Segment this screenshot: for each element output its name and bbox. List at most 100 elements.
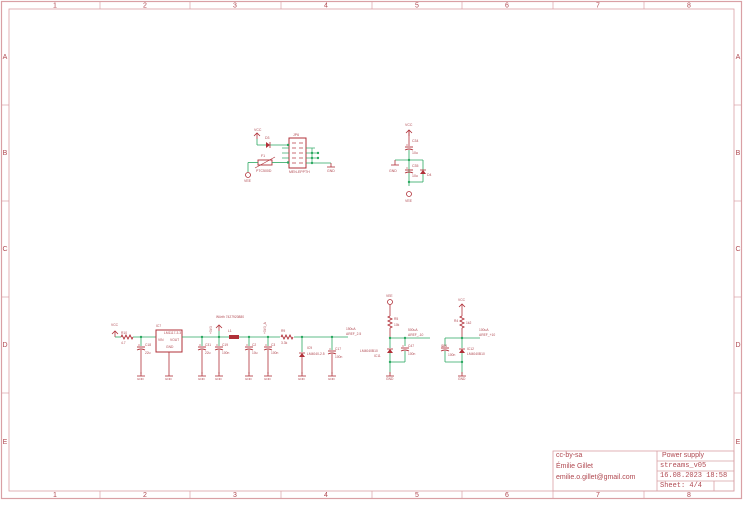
svg-text:D3: D3 <box>265 136 270 140</box>
svg-text:VCC: VCC <box>254 128 262 132</box>
svg-text:GND: GND <box>389 169 397 173</box>
svg-text:D: D <box>2 342 7 349</box>
svg-text:R9: R9 <box>281 329 285 333</box>
svg-text:AREF_+10: AREF_+10 <box>479 333 495 337</box>
svg-text:10u: 10u <box>252 351 258 355</box>
datetime-text: 16.08.2023 18:58 <box>660 472 728 480</box>
svg-text:L1: L1 <box>228 329 232 333</box>
svg-text:1: 1 <box>53 492 57 499</box>
svg-text:GND: GND <box>264 377 272 381</box>
svg-text:C31: C31 <box>205 343 211 347</box>
svg-text:6: 6 <box>505 492 509 499</box>
svg-text:C18: C18 <box>145 343 151 347</box>
svg-text:100n: 100n <box>448 353 456 357</box>
svg-text:GND: GND <box>198 377 206 381</box>
svg-text:JP6: JP6 <box>293 133 299 137</box>
svg-text:VCC: VCC <box>458 298 466 302</box>
svg-text:C36: C36 <box>441 344 447 348</box>
svg-text:4.7: 4.7 <box>121 341 126 345</box>
svg-text:GND: GND <box>166 345 174 349</box>
svg-text:E: E <box>3 439 8 446</box>
svg-text:A: A <box>736 54 741 61</box>
svg-text:F1: F1 <box>261 154 265 158</box>
svg-text:LM4040B10: LM4040B10 <box>467 352 485 356</box>
svg-text:6: 6 <box>505 3 509 10</box>
svg-text:D4: D4 <box>427 173 432 177</box>
svg-text:100n: 100n <box>222 351 230 355</box>
sheet-title: Power supply <box>662 452 705 459</box>
svg-text:GND: GND <box>458 377 466 381</box>
frame-row-labels: AB CD E AB CD E <box>2 54 740 446</box>
svg-text:500uA: 500uA <box>408 328 418 332</box>
svg-text:3: 3 <box>233 3 237 10</box>
svg-text:C34: C34 <box>412 139 418 143</box>
svg-text:100n: 100n <box>271 351 279 355</box>
svg-text:1k2: 1k2 <box>466 321 471 325</box>
svg-text:3.3k: 3.3k <box>281 341 288 345</box>
svg-text:VCC: VCC <box>405 123 413 127</box>
title-block <box>552 450 735 492</box>
svg-text:IC7: IC7 <box>156 324 161 328</box>
power-connector-block: VCC D3 F1 PTC500D VEE JP6 MEN-EPPTH GND <box>244 128 336 183</box>
inductor-icon <box>229 335 239 339</box>
vee-terminal-icon <box>245 172 251 178</box>
positive-reference-block: VCC R4 1k2 C36 100n IC12 LM4040B10 100uA… <box>440 298 495 381</box>
svg-text:VEE: VEE <box>386 294 393 298</box>
svg-text:E: E <box>736 439 741 446</box>
svg-text:10u: 10u <box>412 174 418 178</box>
svg-text:7: 7 <box>596 492 600 499</box>
svg-text:22u: 22u <box>145 351 151 355</box>
negative-reference-block: VEE R5 10k LM4040B10 IC11 C47 100n 500uA… <box>360 294 430 381</box>
svg-text:10k: 10k <box>394 323 400 327</box>
svg-text:GND: GND <box>298 377 306 381</box>
email-text: emilie.o.gillet@gmail.com <box>556 474 636 481</box>
svg-text:4: 4 <box>324 3 328 10</box>
svg-text:B: B <box>736 150 741 157</box>
svg-text:B: B <box>3 150 8 157</box>
svg-text:7: 7 <box>596 3 600 10</box>
svg-text:R5: R5 <box>394 317 398 321</box>
svg-text:MEN-EPPTH: MEN-EPPTH <box>289 170 310 174</box>
svg-text:100n: 100n <box>335 355 343 359</box>
svg-text:C2: C2 <box>252 343 256 347</box>
svg-text:C47: C47 <box>408 344 414 348</box>
svg-text:GND: GND <box>245 377 253 381</box>
svg-text:GND: GND <box>137 377 145 381</box>
svg-text:D: D <box>735 342 740 349</box>
svg-text:GND: GND <box>165 377 173 381</box>
svg-text:GND: GND <box>386 377 394 381</box>
decoupling-block: VCC C34 10u GND C35 10u D4 VEE <box>389 123 432 203</box>
author-text: Émilie Gillet <box>556 463 593 470</box>
svg-text:GND: GND <box>327 169 335 173</box>
svg-text:Würth 7427920880: Würth 7427920880 <box>216 315 244 319</box>
svg-text:3: 3 <box>233 492 237 499</box>
svg-text:VCC: VCC <box>111 323 119 327</box>
svg-text:C19: C19 <box>222 343 228 347</box>
svg-text:C17: C17 <box>335 347 341 351</box>
svg-text:100uA: 100uA <box>479 328 489 332</box>
svg-text:IC12: IC12 <box>467 347 474 351</box>
svg-text:GND: GND <box>328 377 336 381</box>
diode-icon <box>266 142 270 148</box>
svg-text:LM1117-3.3: LM1117-3.3 <box>164 331 181 335</box>
svg-text:+3V3: +3V3 <box>209 326 213 334</box>
svg-text:100n: 100n <box>408 352 416 356</box>
svg-text:8: 8 <box>687 3 691 10</box>
svg-text:IC9: IC9 <box>307 346 312 350</box>
svg-text:C3: C3 <box>271 343 275 347</box>
project-name: streams_v05 <box>660 462 707 470</box>
svg-text:IC11: IC11 <box>374 354 381 358</box>
svg-text:AREF_-10: AREF_-10 <box>408 333 424 337</box>
svg-text:5: 5 <box>415 492 419 499</box>
svg-text:2: 2 <box>143 492 147 499</box>
svg-text:10u: 10u <box>412 151 418 155</box>
svg-text:+3V3_A: +3V3_A <box>263 321 267 334</box>
svg-text:VEE: VEE <box>244 179 252 183</box>
svg-text:150uA: 150uA <box>346 327 356 331</box>
sheet-number: Sheet: 4/4 <box>660 482 703 490</box>
svg-text:AREF_2.5: AREF_2.5 <box>346 332 361 336</box>
license-text: cc-by-sa <box>556 452 583 459</box>
svg-text:C: C <box>735 246 740 253</box>
